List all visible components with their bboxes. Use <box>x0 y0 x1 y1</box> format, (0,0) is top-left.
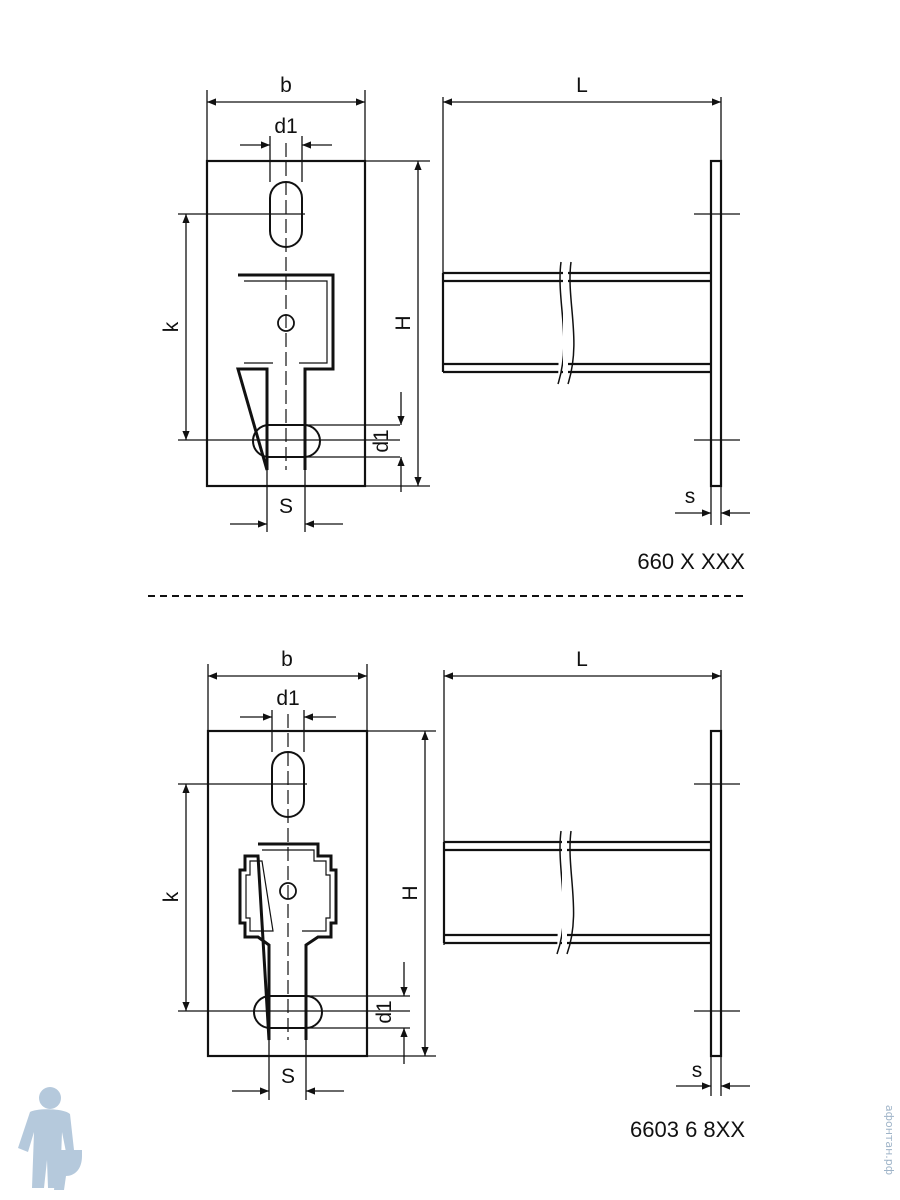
notched-hole <box>238 842 338 1041</box>
label-d1-side-bottom: d1 <box>373 1000 396 1023</box>
label-S-bottom: S <box>281 1065 295 1088</box>
label-L-top: L <box>576 74 588 97</box>
watermark-text: афонтан.рф <box>883 1105 896 1175</box>
plumber-mascot-icon <box>18 1087 82 1190</box>
article-code-top: 660 X XXX <box>637 549 745 574</box>
label-S-top: S <box>279 495 293 518</box>
label-k-top: k <box>160 321 183 332</box>
label-H-bottom: H <box>399 885 422 900</box>
side-plate <box>709 159 723 488</box>
front-plate <box>206 729 369 1058</box>
label-k-bottom: k <box>160 891 183 902</box>
label-d1-top-bottom: d1 <box>276 687 299 710</box>
drawing-top <box>178 90 750 532</box>
article-code-bottom: 6603 6 8XX <box>630 1117 745 1142</box>
square-hole <box>236 273 335 471</box>
bottom-slot <box>252 424 321 458</box>
label-L-bottom: L <box>576 648 588 671</box>
arm-profile <box>441 271 711 374</box>
label-H-top: H <box>392 315 415 330</box>
drawing-bottom <box>178 664 750 1100</box>
label-b-bottom: b <box>281 648 293 671</box>
bottom-slot <box>253 995 323 1029</box>
side-plate <box>709 729 723 1058</box>
label-s-bottom: s <box>692 1059 703 1082</box>
arm-profile <box>442 840 711 945</box>
label-s-top: s <box>685 485 696 508</box>
label-d1-top: d1 <box>274 115 297 138</box>
label-d1-side-top: d1 <box>370 429 393 452</box>
label-b-top: b <box>280 74 292 97</box>
front-plate <box>205 159 367 488</box>
